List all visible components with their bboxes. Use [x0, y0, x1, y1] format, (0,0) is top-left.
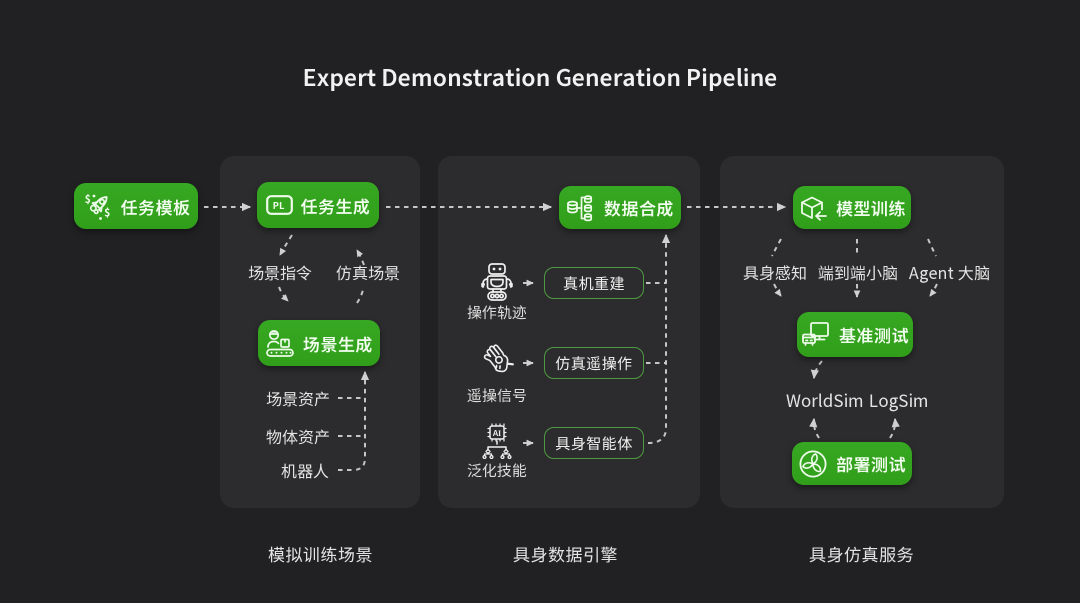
svg-text:$: $ [84, 192, 90, 207]
svg-text:PL: PL [272, 198, 284, 212]
svg-text:AI: AI [492, 428, 501, 439]
svg-text:$: $ [104, 205, 110, 220]
